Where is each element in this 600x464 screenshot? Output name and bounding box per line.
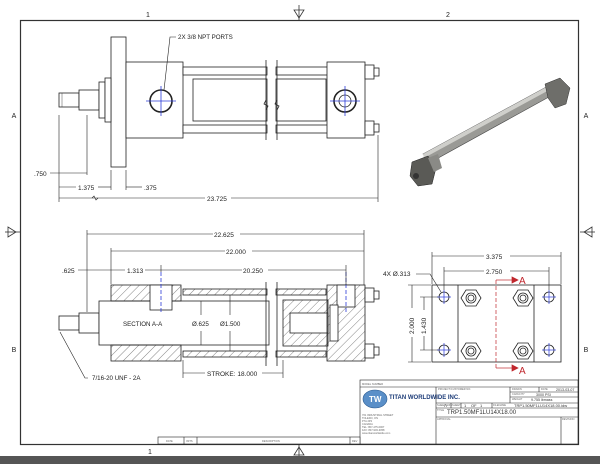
capacity-label: CAPACITY bbox=[512, 392, 525, 396]
dim-rod-dia: Ø.625 bbox=[192, 321, 209, 328]
dim-bore-dia: Ø1.500 bbox=[220, 321, 241, 328]
zone-row-b-right: B bbox=[584, 347, 589, 354]
company-address: 761 INDUSTRIAL STREET TOLEDO, ON P7A 2P2… bbox=[362, 413, 394, 435]
isometric-view bbox=[409, 77, 571, 187]
dim-1375: 1.375 bbox=[78, 185, 95, 192]
port-callout-leader bbox=[163, 36, 176, 91]
svg-text:FAX: 807-903-3058: FAX: 807-903-3058 bbox=[362, 428, 385, 432]
dim-22625: 22.625 bbox=[214, 232, 234, 239]
rev-header-description: DESCRIPTION bbox=[262, 439, 280, 443]
date-value: 2013-03-07 bbox=[556, 388, 574, 392]
sheet-size-value: A bbox=[444, 403, 447, 408]
section-marker-top: A bbox=[519, 276, 526, 287]
svg-text:TEL: 807-475-0007: TEL: 807-475-0007 bbox=[362, 425, 385, 429]
dim-23725: 23.725 bbox=[207, 196, 227, 203]
title-label: TITLE bbox=[437, 408, 444, 412]
dim-stroke: STROKE: 18.000 bbox=[207, 371, 258, 378]
dim-625: .625 bbox=[62, 268, 75, 275]
viewer-bottom-bar bbox=[0, 456, 600, 464]
date-label: DATE bbox=[541, 387, 548, 391]
drawing-border bbox=[19, 19, 580, 446]
sheet-label: SHEET bbox=[452, 403, 461, 407]
company-logo: TW bbox=[362, 389, 388, 409]
svg-text:CANADA: CANADA bbox=[362, 422, 373, 426]
drawn-label: DRAWN bbox=[512, 387, 522, 391]
revision-label: REVISION bbox=[562, 417, 575, 421]
dim-3375: 3.375 bbox=[486, 254, 503, 261]
of-label: OF bbox=[471, 403, 477, 408]
svg-text:761 INDUSTRIAL STREET: 761 INDUSTRIAL STREET bbox=[362, 413, 394, 417]
section-cut-line bbox=[495, 276, 519, 372]
zone-col-1-bottom: 1 bbox=[148, 449, 152, 456]
top-view bbox=[58, 36, 380, 168]
title-value: TRP1.50MF1LU14X18.00 bbox=[447, 410, 517, 416]
dim-1430: 1.430 bbox=[421, 317, 428, 334]
capacity-value: 3000 PSI bbox=[536, 393, 551, 397]
rev-header-date: DATE bbox=[166, 439, 173, 443]
sheet-value: 1 bbox=[464, 403, 467, 408]
approval-label: APPROVAL bbox=[437, 417, 451, 421]
dim-1313: 1.313 bbox=[127, 268, 144, 275]
dim-22000: 22.000 bbox=[226, 249, 246, 256]
dim-20250: 20.250 bbox=[243, 268, 263, 275]
holes-callout: 4X Ø.313 bbox=[383, 271, 411, 278]
center-mark-left bbox=[5, 226, 20, 238]
section-marker-bottom: A bbox=[519, 366, 526, 377]
dim-2750: 2.750 bbox=[486, 269, 503, 276]
top-dims bbox=[50, 115, 379, 202]
port-centerlines-top bbox=[146, 86, 360, 116]
section-internal-dims bbox=[200, 295, 231, 351]
zone-col-2-top: 2 bbox=[446, 12, 450, 19]
port-callout: 2X 3/8 NPT PORTS bbox=[178, 34, 233, 41]
dim-375: .375 bbox=[144, 185, 157, 192]
weight-label: WEIGHT bbox=[512, 397, 523, 401]
section-label: SECTION A-A bbox=[123, 321, 163, 328]
svg-text:P7A 2P2: P7A 2P2 bbox=[362, 419, 373, 423]
model-number-label: MODEL NUMBER bbox=[362, 382, 383, 386]
dim-750: .750 bbox=[34, 171, 47, 178]
zone-row-a-left: A bbox=[12, 113, 17, 120]
thread-callout: 7/16-20 UNF - 2A bbox=[92, 375, 141, 382]
section-dims bbox=[59, 230, 365, 379]
project-label: PROJECT/CUSTOMER NO. bbox=[438, 387, 471, 391]
zone-row-b-left: B bbox=[12, 347, 17, 354]
company-name: TITAN WORLDWIDE INC. bbox=[389, 395, 460, 401]
sheet-size-label: SHEET SIZE bbox=[437, 403, 452, 407]
center-mark-right bbox=[580, 226, 595, 238]
svg-text:TW: TW bbox=[369, 395, 382, 404]
of-value: 1 bbox=[480, 403, 483, 408]
rev-header-rev: REV bbox=[352, 439, 358, 443]
weight-value: 9.755 lbmass bbox=[531, 398, 553, 402]
dim-2000: 2.000 bbox=[409, 317, 416, 334]
zone-col-1-top: 1 bbox=[146, 12, 150, 19]
filename-label: FILENAME bbox=[493, 403, 506, 407]
title-block bbox=[157, 379, 579, 445]
svg-text:TOLEDO, ON: TOLEDO, ON bbox=[362, 416, 378, 420]
filename-value: TRP1.50MF1LU14X18.00.idw bbox=[514, 403, 567, 408]
end-view-dims bbox=[408, 252, 562, 363]
center-mark-top bbox=[293, 5, 305, 20]
zone-row-a-right: A bbox=[584, 113, 589, 120]
rev-header-inits: INITS bbox=[186, 439, 193, 443]
end-view bbox=[431, 284, 562, 363]
svg-text:www.titanworldwide.com: www.titanworldwide.com bbox=[362, 431, 390, 435]
end-view-hole-centers bbox=[437, 290, 556, 357]
